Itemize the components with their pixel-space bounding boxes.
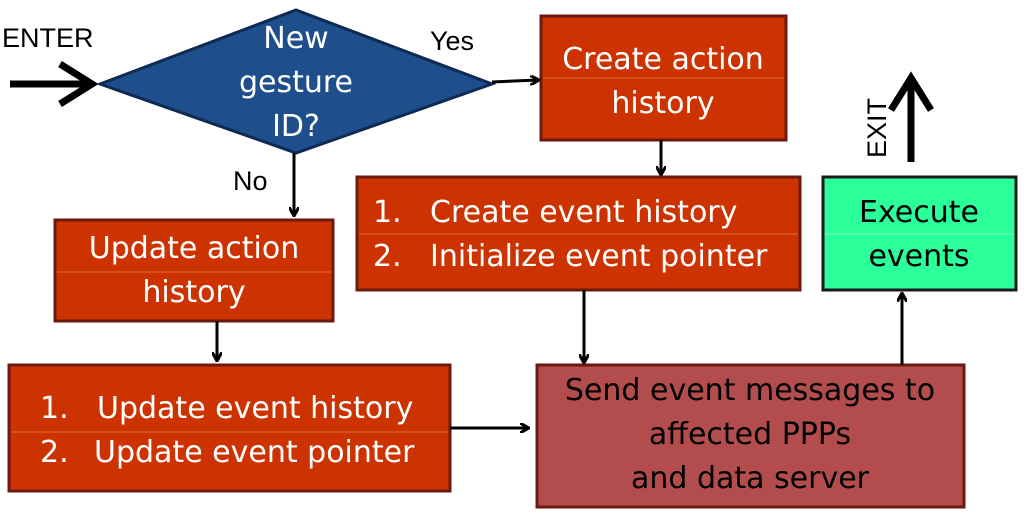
create-action-line-1: Create action xyxy=(562,42,764,77)
update-event-num-2: 2. xyxy=(40,435,69,470)
create-event-num-1: 1. xyxy=(373,195,402,230)
send-event-messages-box: Send event messages to affected PPPs and… xyxy=(535,363,966,509)
create-event-item-2: Initialize event pointer xyxy=(430,239,768,274)
update-action-history-box: Update action history xyxy=(53,218,335,323)
update-event-num-1: 1. xyxy=(40,391,69,426)
execute-line-2: events xyxy=(868,239,969,274)
update-event-history-box: 1. Update event history 2. Update event … xyxy=(7,363,452,493)
decision-line-1: New xyxy=(263,21,328,56)
decision-line-2: gesture xyxy=(239,65,353,100)
send-line-2: affected PPPs xyxy=(649,417,851,452)
update-action-line-1: Update action xyxy=(89,231,300,266)
create-event-num-2: 2. xyxy=(373,239,402,274)
yes-label: Yes xyxy=(430,26,474,56)
create-event-item-1: Create event history xyxy=(430,195,737,230)
create-action-history-box: Create action history xyxy=(539,14,788,142)
update-event-item-1: Update event history xyxy=(97,391,413,426)
enter-label: ENTER xyxy=(2,23,94,53)
update-event-item-2: Update event pointer xyxy=(94,435,415,470)
exit-arrow xyxy=(888,71,934,162)
create-action-line-2: history xyxy=(611,86,714,121)
no-label: No xyxy=(233,166,268,196)
create-event-history-box: 1. Create event history 2. Initialize ev… xyxy=(355,175,802,292)
yes-arrow xyxy=(491,80,538,82)
enter-arrow xyxy=(10,61,99,107)
execute-line-1: Execute xyxy=(859,195,979,230)
exit-label: EXIT xyxy=(862,98,892,158)
decision-diamond xyxy=(95,8,497,155)
update-action-line-2: history xyxy=(142,275,245,310)
execute-events-box: Execute events xyxy=(821,175,1018,292)
decision-line-3: ID? xyxy=(272,109,320,144)
decision-new-gesture-id: New gesture ID? xyxy=(95,8,497,155)
send-line-3: and data server xyxy=(631,461,870,496)
send-line-1: Send event messages to xyxy=(565,373,935,408)
